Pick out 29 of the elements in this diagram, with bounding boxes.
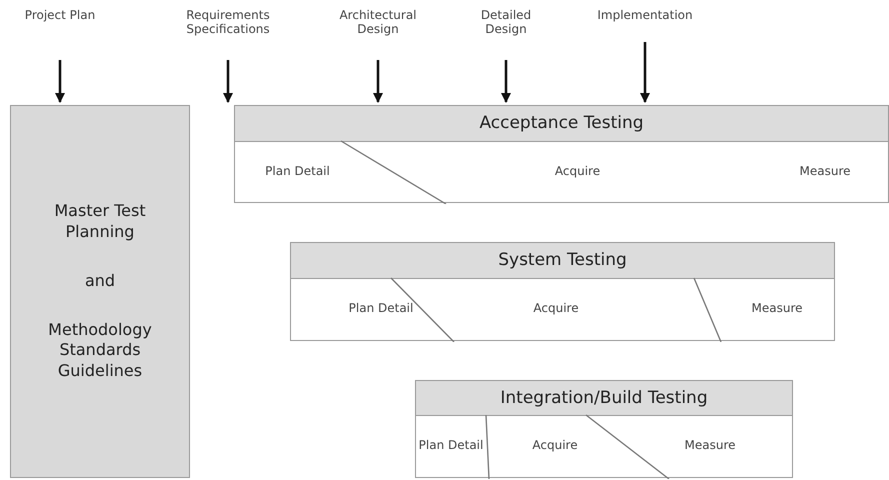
input-label: Project Plan xyxy=(20,8,100,48)
arrow xyxy=(373,60,383,103)
arrow xyxy=(640,42,650,103)
phase-section: Plan Detail xyxy=(416,415,486,477)
panel-heading: System Testing xyxy=(291,243,834,279)
testing-panel xyxy=(290,242,835,341)
input-label: Detailed Design xyxy=(466,8,546,48)
box-text: and xyxy=(84,270,116,292)
testing-panel xyxy=(415,380,793,478)
arrow xyxy=(501,60,511,103)
phase-section: Plan Detail xyxy=(331,278,431,340)
phase-section: Plan Detail xyxy=(235,141,360,202)
panel-heading: Acceptance Testing xyxy=(235,106,888,142)
box-text: Methodology Standards Guidelines xyxy=(47,320,153,382)
planning-box xyxy=(10,105,190,478)
phase-section: Measure xyxy=(721,278,833,340)
panel-heading: Integration/Build Testing xyxy=(416,381,792,416)
phase-section: Acquire xyxy=(395,141,760,202)
phase-section: Acquire xyxy=(456,278,656,340)
input-label: Implementation xyxy=(585,8,705,30)
phase-section: Measure xyxy=(630,415,790,477)
arrow xyxy=(55,60,65,103)
input-label: Requirements Specifications xyxy=(163,8,293,48)
phase-section: Acquire xyxy=(490,415,620,477)
arrow xyxy=(223,60,233,103)
input-label: Architectural Design xyxy=(318,8,438,48)
box-text: Master Test Planning xyxy=(53,201,147,243)
testing-panel xyxy=(234,105,889,203)
phase-section: Measure xyxy=(763,141,887,202)
